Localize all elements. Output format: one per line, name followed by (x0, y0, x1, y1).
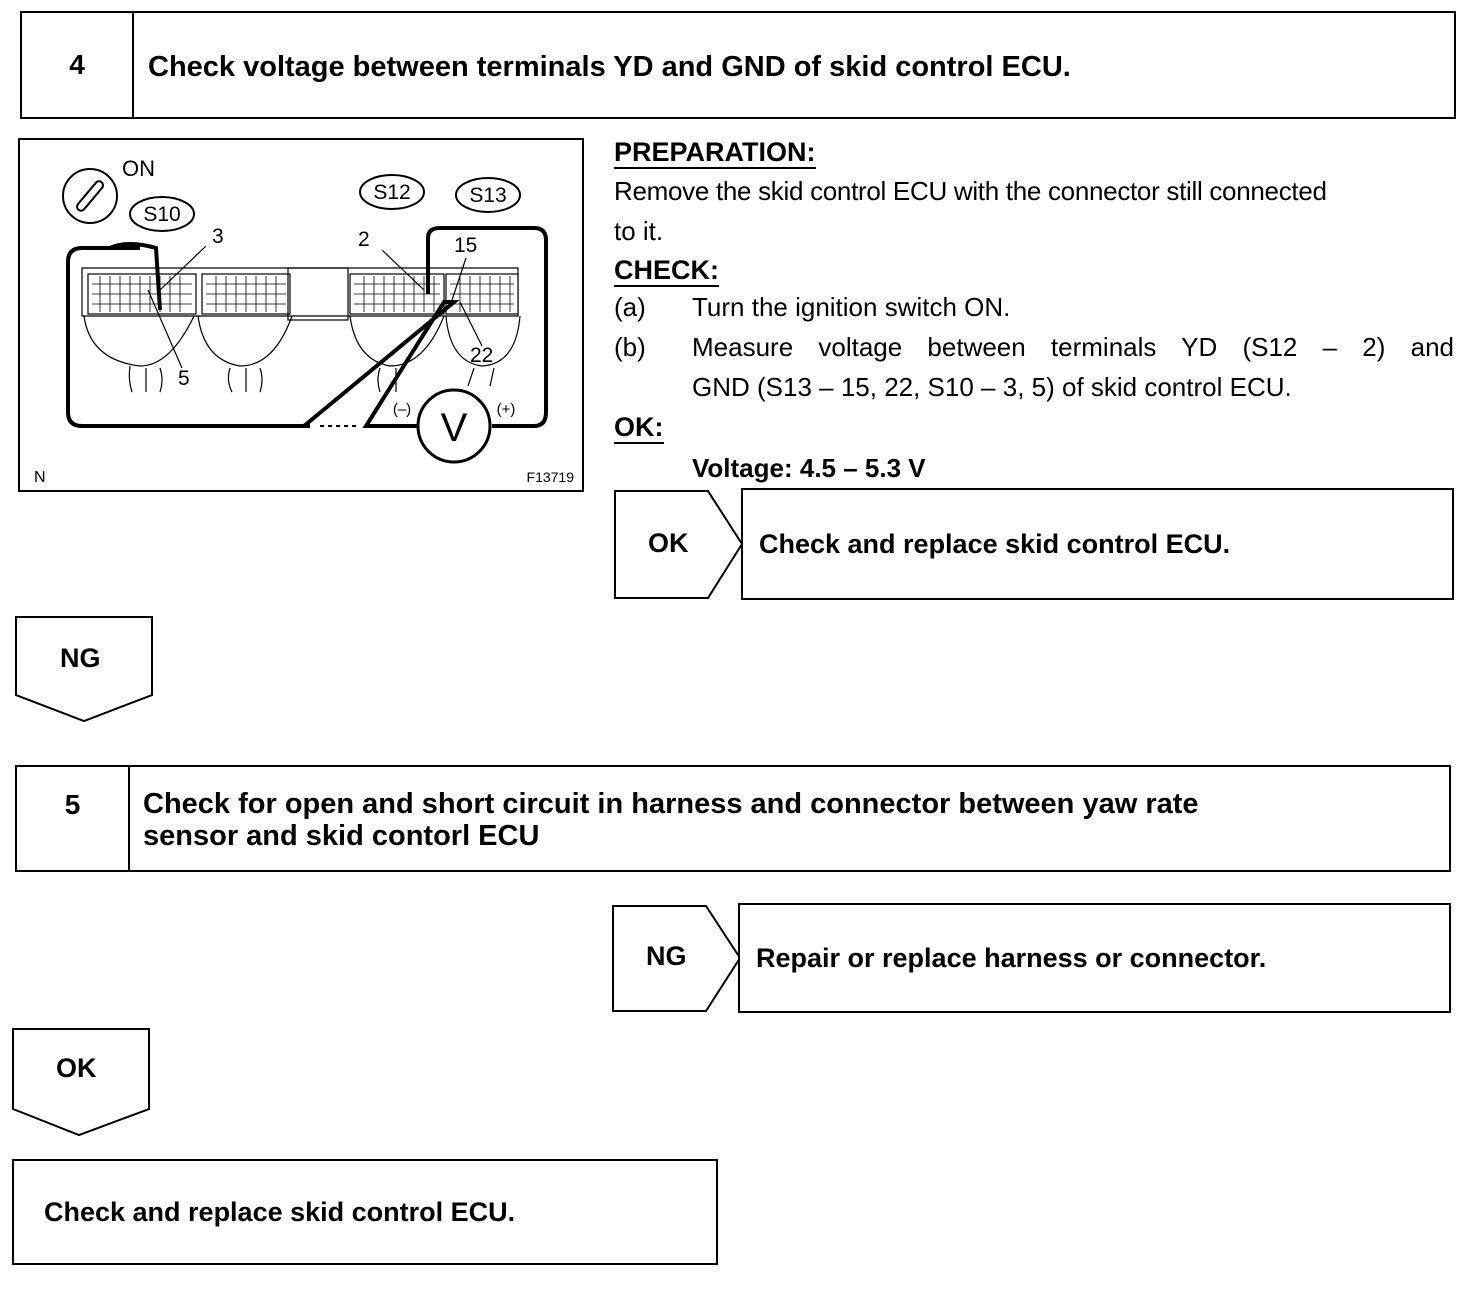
check-heading: CHECK: (614, 255, 719, 287)
connector-s13-label: S13 (469, 184, 506, 207)
ng-flow-tag-4 (15, 616, 153, 723)
diagram-corner-label: N (34, 469, 46, 486)
ok-spec-section: OK: Voltage: 4.5 – 5.3 V (614, 412, 1459, 486)
check-item-b: (b) Measure voltage between terminals YD… (614, 327, 1459, 407)
ok-result-4-text: Check and replace skid control ECU. (759, 528, 1231, 559)
step4-header: 4 Check voltage between terminals YD and… (20, 11, 1456, 119)
ok-flow-tag-5 (12, 1028, 150, 1137)
wiring-diagram: ON S10 S12 S13 3 5 2 15 22 (18, 138, 584, 492)
ng-tag-5-label: NG (646, 941, 687, 971)
ng-result-5-text: Repair or replace harness or connector. (756, 942, 1267, 973)
preparation-text-line1: Remove the skid control ECU with the con… (614, 176, 1327, 206)
step4-number: 4 (22, 13, 134, 117)
ok-tag-4-label: OK (648, 528, 689, 558)
pin-22-label: 22 (470, 344, 493, 367)
ok-spec-value: Voltage: 4.5 – 5.3 V (692, 453, 926, 483)
connector-s10-label: S10 (143, 203, 180, 226)
step5-number: 5 (17, 767, 130, 870)
on-label: ON (122, 156, 155, 181)
check-item-a: (a) Turn the ignition switch ON. (614, 287, 1459, 327)
probe-minus-label: (–) (393, 401, 411, 418)
check-item-b-line2: GND (S13 – 15, 22, S10 – 3, 5) of skid c… (692, 372, 1292, 402)
check-item-b-marker: (b) (614, 332, 646, 362)
pin-15-label: 15 (454, 234, 477, 257)
ok-arrow-tag-4 (614, 490, 744, 599)
connector-s10-oval (129, 196, 195, 232)
final-action-box: Check and replace skid control ECU. (12, 1159, 718, 1265)
connector-s12-oval (359, 174, 425, 210)
check-item-a-text: Turn the ignition switch ON. (692, 292, 1011, 322)
ng-arrow-tag-5 (612, 905, 742, 1012)
ok-result-4-box: Check and replace skid control ECU. (741, 488, 1454, 600)
check-section: CHECK: (a) Turn the ignition switch ON. … (614, 255, 1459, 407)
step5-header: 5 Check for open and short circuit in ha… (15, 765, 1451, 872)
check-item-b-line1: Measure voltage between terminals YD (S1… (692, 332, 1454, 362)
figure-code: F13719 (527, 469, 575, 485)
step5-title-line1: Check for open and short circuit in harn… (143, 788, 1199, 820)
connector-s12-label: S12 (373, 181, 410, 204)
voltmeter-icon (416, 388, 492, 464)
pin-5-label: 5 (178, 367, 190, 390)
preparation-section: PREPARATION: Remove the skid control ECU… (614, 137, 1459, 251)
ok-flow-tag-5-label: OK (56, 1053, 97, 1083)
ng-result-5-box: Repair or replace harness or connector. (738, 903, 1451, 1013)
preparation-text-line2: to it. (614, 216, 664, 246)
connector-s13-oval (455, 177, 521, 213)
pin-3-label: 3 (212, 225, 224, 248)
ignition-switch-icon (62, 168, 118, 224)
probe-plus-label: (+) (497, 401, 516, 418)
ok-spec-heading: OK: (614, 412, 664, 444)
diagram-illustration: ON S10 S12 S13 3 5 2 15 22 (34, 156, 575, 486)
step4-title: Check voltage between terminals YD and G… (148, 51, 1071, 83)
final-action-text: Check and replace skid control ECU. (44, 1196, 516, 1227)
ng-flow-tag-4-label: NG (60, 643, 101, 673)
step5-title-line2: sensor and skid contorl ECU (143, 820, 540, 852)
voltmeter-symbol: V (441, 406, 468, 450)
pin-2-label: 2 (358, 228, 370, 251)
preparation-heading: PREPARATION: (614, 137, 816, 169)
check-item-a-marker: (a) (614, 292, 646, 322)
